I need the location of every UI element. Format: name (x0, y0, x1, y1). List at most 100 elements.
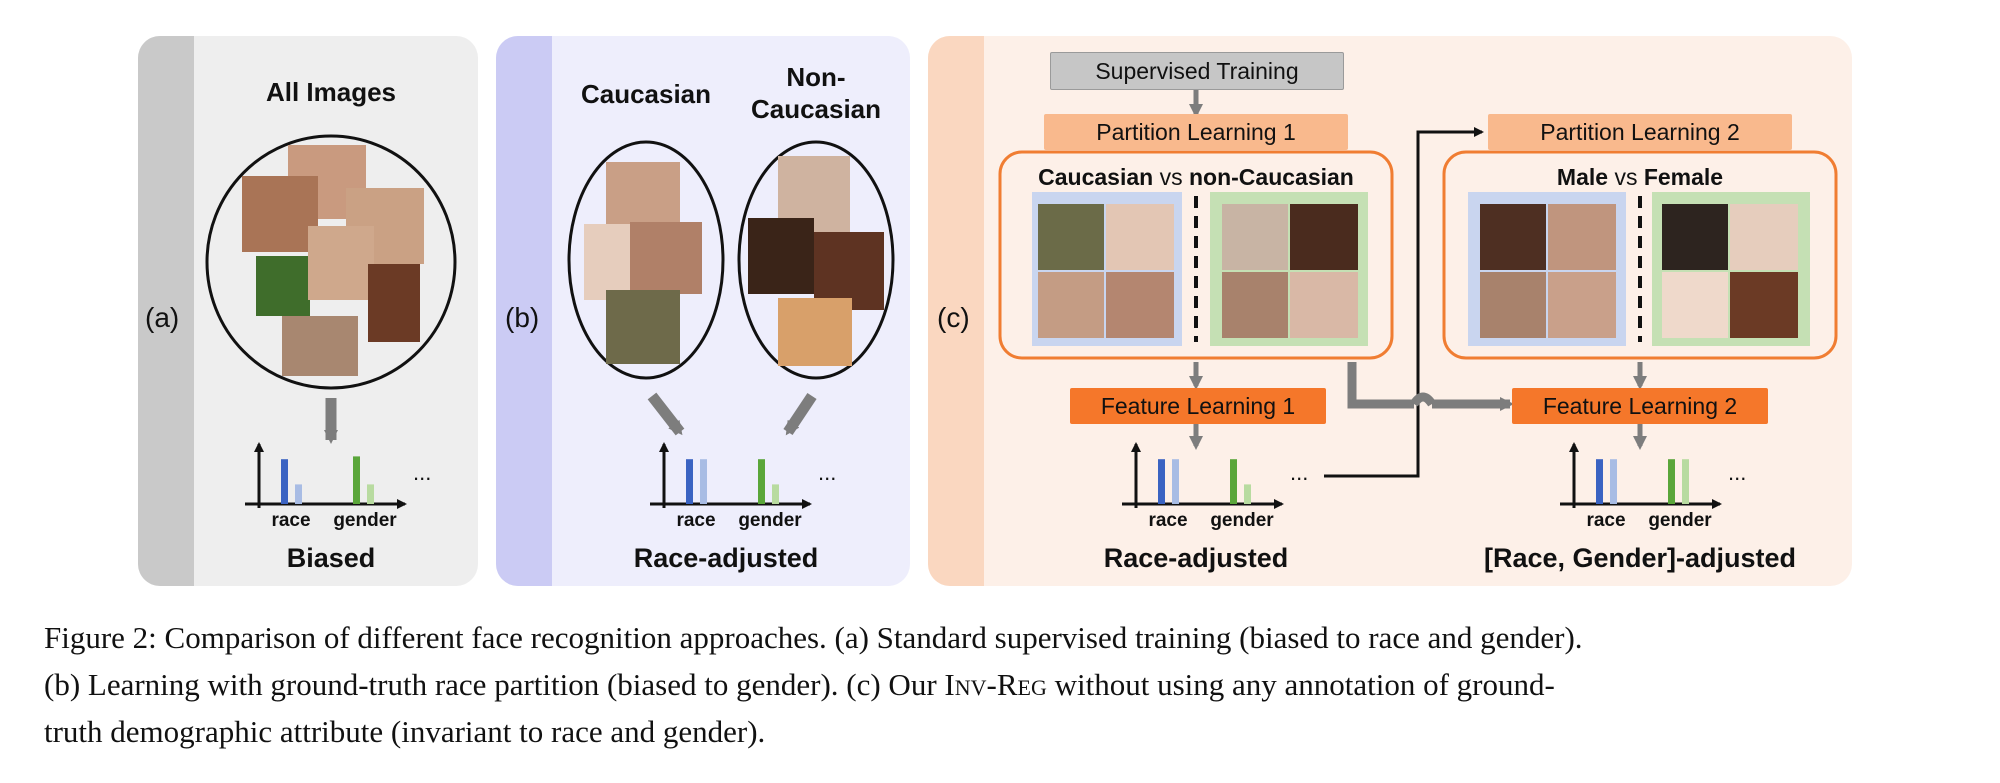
race-bar-2 (700, 459, 707, 504)
face-thumbnail (1290, 272, 1358, 338)
face-thumbnail (1290, 204, 1358, 270)
gender-bar-2 (1682, 459, 1689, 504)
chart-race-adjusted-c (1122, 442, 1284, 509)
caption-method-name: Inv-Reg (944, 667, 1047, 702)
partition1-faces (1038, 204, 1358, 338)
face-thumbnail (1662, 204, 1728, 270)
panel-a-strip (138, 36, 194, 586)
panel-c-caption-2: [Race, Gender]-adjusted (1483, 543, 1797, 573)
arrow-partition1-to-feature2 (1347, 362, 1510, 404)
chart-tick-label: race (1586, 510, 1626, 531)
face-collage-b2 (748, 156, 884, 366)
figure-caption: Figure 2: Comparison of different face r… (44, 614, 1974, 755)
caption-line-2c: without using any annotation of ground- (1046, 667, 1555, 702)
chart-tick-label: gender (333, 510, 397, 531)
face-collage-b1 (584, 162, 702, 364)
non-caucasian-title-line2: Caucasian (750, 94, 882, 124)
panel-a (138, 36, 478, 586)
face-thumbnail (814, 232, 884, 310)
face-thumbnail (748, 218, 814, 294)
panel-c-strip (928, 36, 984, 586)
face-thumbnail (1038, 204, 1104, 270)
face-thumbnail (282, 316, 358, 376)
non-caucasian-ellipse (737, 140, 895, 380)
caption-line-3: truth demographic attribute (invariant t… (44, 714, 766, 749)
split2-heading: Male vs Female (1444, 164, 1836, 191)
race-bar-2 (295, 484, 302, 504)
split2-left: Male (1556, 164, 1609, 190)
all-images-ellipse (205, 134, 457, 390)
down-arrow-b2 (783, 392, 817, 436)
panel-b-label: (b) (505, 302, 540, 333)
panel-c-caption-1: Race-adjusted (1103, 543, 1289, 573)
chart-tick-label: race (676, 510, 716, 531)
split1-heading: Caucasian vs non-Caucasian (1000, 164, 1392, 191)
arrow-chart1-to-partition2 (1324, 127, 1484, 478)
split1-left: Caucasian (1038, 164, 1154, 190)
race-bar-1 (1158, 459, 1165, 504)
panel-a-caption: Biased (286, 543, 376, 573)
chart-tick-label: race (1148, 510, 1188, 531)
face-thumbnail (1548, 204, 1616, 270)
chart-biased (245, 442, 407, 509)
face-thumbnail (778, 298, 852, 366)
split2-right: Female (1643, 164, 1724, 190)
face-thumbnail (368, 264, 420, 342)
face-thumbnail (584, 224, 634, 300)
partition-learning-1-box: Partition Learning 1 (1044, 114, 1348, 150)
gender-bar-2 (367, 484, 374, 504)
face-thumbnail (1222, 272, 1288, 338)
feature-learning-1-box: Feature Learning 1 (1070, 388, 1326, 424)
split1-right: non-Caucasian (1188, 164, 1354, 190)
caucasian-ellipse (567, 140, 725, 380)
race-bar-1 (281, 459, 288, 504)
partition2-faces (1480, 204, 1798, 338)
split2-vs: vs (1614, 164, 1638, 190)
face-thumbnail (1730, 272, 1798, 338)
face-thumbnail (1106, 204, 1174, 270)
chart-tick-label: gender (738, 510, 802, 531)
gender-bar-1 (1668, 459, 1675, 504)
panel-b-strip (496, 36, 552, 586)
face-thumbnail (606, 290, 680, 364)
face-thumbnail (630, 222, 702, 294)
face-thumbnail (308, 226, 374, 300)
panel-a-label: (a) (145, 302, 180, 333)
chart-race-gender-adjusted (1560, 442, 1722, 509)
non-caucasian-title-line1: Non- (786, 62, 846, 92)
face-thumbnail (1222, 204, 1288, 270)
line-hop (1410, 392, 1436, 407)
gender-bar-1 (353, 456, 360, 504)
race-bar-2 (1172, 459, 1179, 504)
face-thumbnail (1730, 204, 1798, 270)
panel-c-label: (c) (937, 302, 970, 333)
chart-race-adjusted-b (650, 442, 812, 509)
supervised-training-box: Supervised Training (1050, 52, 1344, 90)
face-thumbnail (1548, 272, 1616, 338)
caption-line-2a: (b) Learning with ground-truth race part… (44, 667, 945, 702)
caption-line-1: Figure 2: Comparison of different face r… (44, 620, 1583, 655)
race-bar-2 (1610, 459, 1617, 504)
partition1-container (998, 150, 1394, 360)
gender-bar-2 (1244, 484, 1251, 504)
race-bar-1 (1596, 459, 1603, 504)
chart-ellipsis: ... (413, 460, 432, 485)
chart-tick-label: race (271, 510, 311, 531)
face-thumbnail (1480, 204, 1546, 270)
caption-line-2: (b) Learning with ground-truth race part… (44, 661, 1974, 708)
face-collage-a (242, 145, 424, 376)
face-thumbnail (1106, 272, 1174, 338)
down-arrow-b1 (647, 392, 685, 436)
face-thumbnail (256, 256, 310, 316)
gender-bar-2 (772, 484, 779, 504)
chart-ellipsis: ... (1728, 460, 1747, 485)
feature-learning-2-box: Feature Learning 2 (1512, 388, 1768, 424)
gender-bar-1 (1230, 459, 1237, 504)
chart-tick-label: gender (1210, 510, 1274, 531)
partition2-container (1442, 150, 1838, 360)
face-thumbnail (242, 176, 318, 252)
panel-b-caption: Race-adjusted (633, 543, 819, 573)
caucasian-title: Caucasian (580, 79, 712, 109)
chart-ellipsis: ... (1290, 460, 1309, 485)
race-bar-1 (686, 459, 693, 504)
